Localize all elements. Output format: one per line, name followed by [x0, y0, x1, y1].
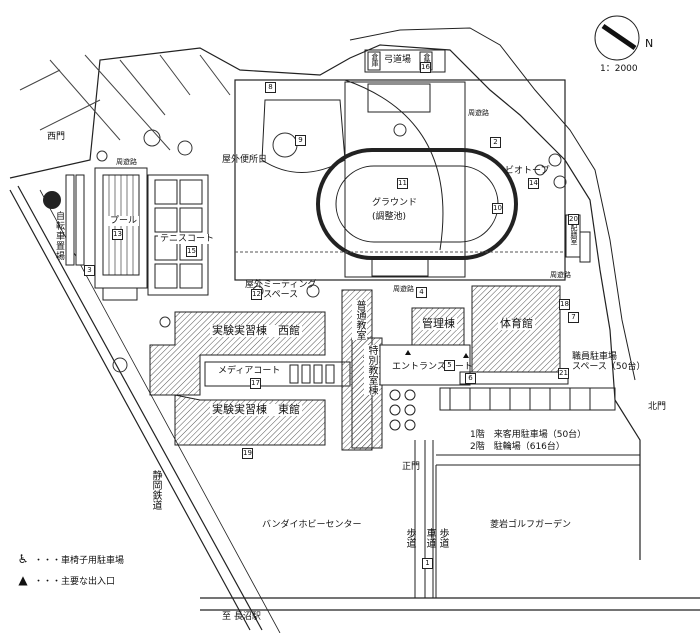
distribution-label: 配膳室	[570, 224, 578, 245]
north-label: N	[645, 37, 654, 50]
plaza-circles	[389, 389, 416, 431]
north-gate-label: 北門	[648, 402, 667, 412]
pool-label: プール	[108, 216, 140, 226]
general-classroom-label: 普通教室	[352, 300, 367, 340]
marker-14: 14	[528, 178, 539, 189]
bicycle-shed-west-2	[75, 174, 85, 266]
ground-label: グラウンド	[370, 198, 420, 208]
practice-west-label: 実験実習棟 西館	[210, 324, 302, 337]
goal-area-north	[367, 83, 431, 113]
marker-18: 18	[559, 299, 570, 310]
outdoor-meeting-label: 屋外ミーティング スペース	[245, 280, 317, 300]
marker-8: 8	[265, 82, 276, 93]
marker-10: 10	[492, 203, 503, 214]
ground-note-label: (調整池)	[370, 212, 409, 222]
site-boundary-inner	[349, 27, 636, 381]
goal-area-south	[371, 257, 429, 277]
marker-20: 20	[568, 214, 579, 225]
marker-12: 12	[251, 289, 262, 300]
tree-cluster	[43, 191, 61, 209]
golf-label: 菱岩ゴルフガーデン	[490, 520, 572, 530]
marker-21: 21	[558, 368, 569, 379]
bicycle-shed-west	[65, 174, 75, 266]
storage2-label: 倉庫	[423, 53, 431, 67]
kyudojo-building	[364, 49, 446, 73]
sidewalk-label: 歩道	[404, 528, 415, 548]
visitor-parking	[439, 387, 616, 411]
media-court-pillars	[289, 364, 335, 384]
wheelchair-icon: ♿	[17, 552, 29, 566]
legend-wheelchair-text: ・・・車椅子用駐車場	[34, 555, 125, 566]
marker-13: 13	[112, 229, 123, 240]
visitor-parking-2f-label: 2階 駐輪場（616台）	[470, 442, 565, 452]
marker-17: 17	[250, 378, 261, 389]
kyudojo-shed-1	[367, 51, 381, 71]
compass-needle	[601, 23, 637, 51]
bottom-road	[200, 440, 700, 611]
gym-label: 体育館	[498, 317, 535, 330]
admin-label: 管理棟	[420, 317, 457, 330]
special-classroom-label: 特別教室棟	[364, 345, 379, 395]
marker-5: 5	[444, 360, 455, 371]
triangle-icon: ▲	[18, 573, 28, 587]
main-gate-label: 正門	[402, 462, 421, 472]
tennis-court-label: テニスコート	[158, 234, 217, 244]
legend-entrance: ▲ ・・・主要な出入口	[16, 573, 115, 587]
circulation-path-1: 周遊路	[116, 158, 137, 166]
marker-3: 3	[84, 265, 95, 276]
marker-4: 4	[416, 287, 427, 298]
practice-east-label: 実験実習棟 東館	[210, 403, 302, 416]
compass	[594, 15, 640, 61]
outdoor-toilet-label: 屋外便所日	[222, 155, 268, 165]
west-streets	[19, 54, 231, 151]
entrance-court	[379, 344, 471, 386]
marker-11: 11	[397, 178, 408, 189]
to-station-label: 至 長沼駅	[222, 612, 261, 622]
parking-stalls	[449, 388, 591, 410]
staff-parking-label: 職員駐車場 スペース（50台）	[572, 352, 646, 372]
scale-label: 1：2000	[600, 64, 638, 74]
marker-1: 1	[422, 558, 433, 569]
legend-entrance-text: ・・・主要な出入口	[34, 576, 116, 587]
marker-6: 6	[465, 373, 476, 384]
marker-16: 16	[420, 62, 431, 73]
tennis-courts	[154, 179, 203, 289]
marker-15: 15	[186, 246, 197, 257]
baseball-field	[261, 99, 346, 173]
biotope-label: ビオトープ	[505, 166, 550, 176]
storage1-label: 倉庫	[371, 53, 379, 67]
storage-east	[579, 231, 591, 263]
kyudojo-label: 弓道場	[384, 55, 412, 65]
circulation-path-2: 周遊路	[468, 109, 489, 117]
circulation-path-3: 周遊路	[393, 285, 414, 293]
pool-building	[102, 287, 138, 301]
railway-label: 静岡鉄道	[150, 470, 161, 510]
visitor-parking-1f-label: 1階 来客用駐車場（50台）	[470, 430, 587, 440]
marker-9: 9	[295, 135, 306, 146]
staff-parking	[459, 371, 569, 385]
west-gate-label: 西門	[47, 132, 66, 142]
bandai-label: バンダイホビーセンター	[262, 520, 362, 530]
circulation-path-4: 周遊路	[550, 271, 571, 279]
legend-wheelchair: ♿ ・・・車椅子用駐車場	[16, 552, 124, 566]
sports-area	[234, 79, 566, 281]
bicycle-storage-label: 自転車置場	[56, 212, 66, 262]
field-arc	[344, 79, 444, 251]
sidewalk-label-2: 歩道	[437, 528, 448, 548]
marker-7: 7	[568, 312, 579, 323]
marker-19: 19	[242, 448, 253, 459]
site-boundary	[9, 44, 641, 560]
entrance-court-label: エントランスコート	[392, 362, 473, 372]
marker-2: 2	[490, 137, 501, 148]
roadway-label: 車道	[424, 528, 435, 548]
media-court-label: メディアコート	[218, 366, 281, 376]
